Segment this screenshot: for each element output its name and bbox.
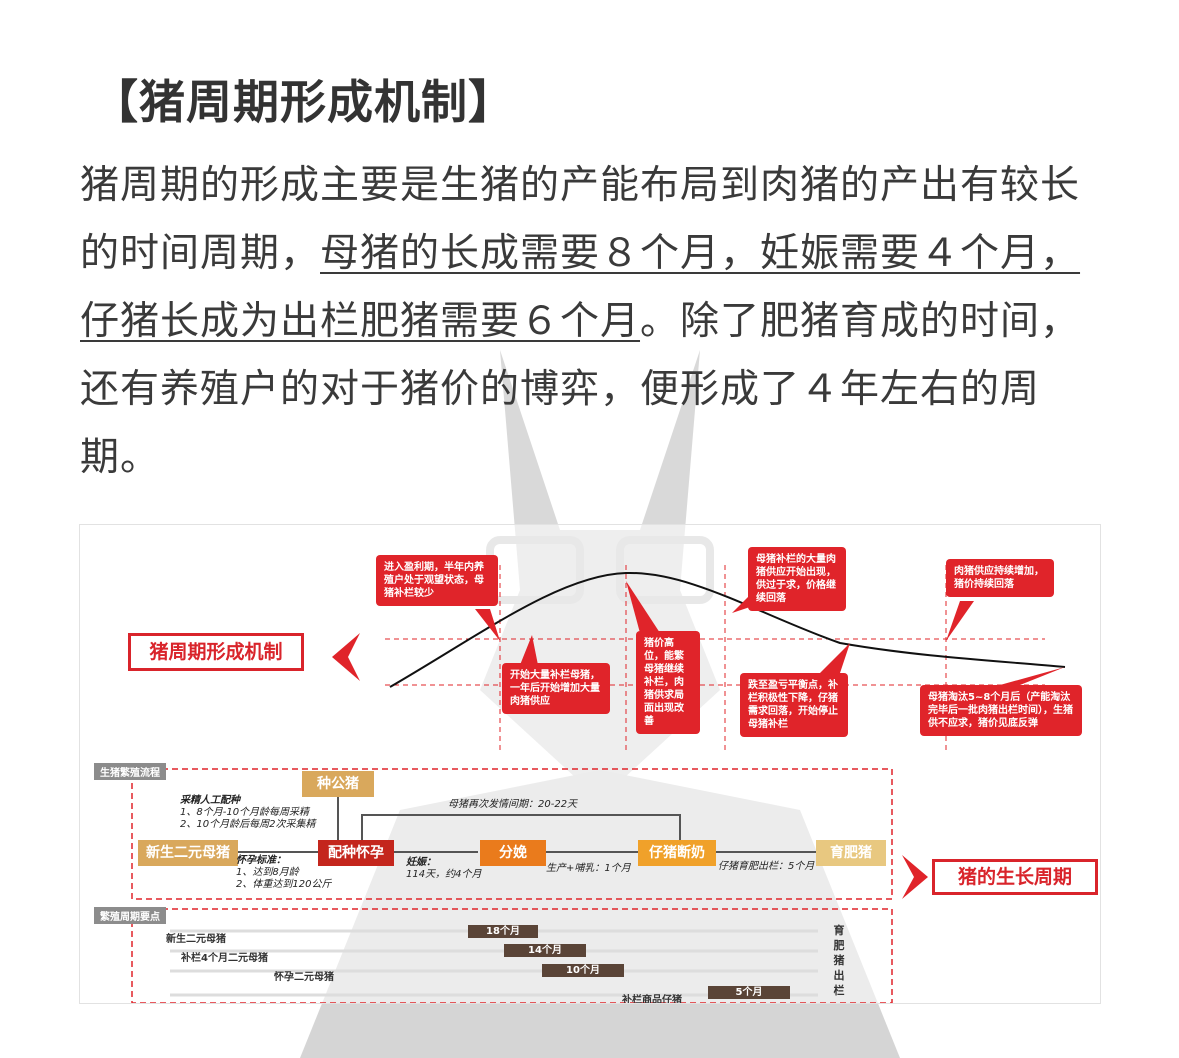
callout-breakeven: 跌至盈亏平衡点，补栏积极性下降，仔猪需求回落，开始停止母猪补栏 xyxy=(740,673,848,737)
body-paragraph: 猪周期的形成主要是生猪的产能布局到肉猪的产出有较长的时间周期，母猪的长成需要８个… xyxy=(80,152,1110,492)
stage-boar: 种公猪 xyxy=(302,771,374,797)
callout-price-rebound: 母猪淘汰5~8个月后（产能淘汰完毕后一批肉猪出栏时间），生猪供不应求，猪价见底反… xyxy=(920,685,1082,736)
note-ai-title: 采精人工配种 xyxy=(180,795,240,806)
infographic-lines xyxy=(131,565,1066,1003)
row-label: 补栏4个月二元母猪 xyxy=(181,953,268,964)
row-label: 怀孕二元母猪 xyxy=(274,972,334,983)
duration-bar: 14个月 xyxy=(504,944,586,957)
note-preg-2: 2、体重达到120公斤 xyxy=(236,879,332,890)
cycle-mechanism-title: 猪周期形成机制 xyxy=(128,633,304,671)
note-ai-2: 2、10个月龄后每周2次采集精 xyxy=(180,819,316,830)
stage-sow: 新生二元母猪 xyxy=(138,840,238,866)
note-estrus: 母猪再次发情间期：20-22天 xyxy=(448,799,578,810)
stage-fattening: 育肥猪 xyxy=(816,840,886,866)
price-curve xyxy=(389,571,1066,688)
points-tag: 繁殖周期要点 xyxy=(94,907,166,924)
note-piglet: 仔猪育肥出栏：5个月 xyxy=(718,861,815,872)
chevron-right-icon xyxy=(902,855,928,899)
chevron-left-icon xyxy=(332,633,360,681)
row-label: 补栏商品仔猪 xyxy=(622,995,682,1004)
callout-oversupply: 母猪补栏的大量肉猪供应开始出现，供过于求，价格继续回落 xyxy=(748,547,846,611)
callout-sow-restock: 开始大量补栏母猪，一年后开始增加大量肉猪供应 xyxy=(502,663,610,714)
callout-supply-increase: 肉猪供应持续增加，猪价持续回落 xyxy=(946,559,1054,597)
duration-bar: 18个月 xyxy=(468,925,538,938)
stage-weaning: 仔猪断奶 xyxy=(638,840,716,866)
note-gest-title: 妊娠： xyxy=(406,857,436,868)
note-ai-1: 1、8个月-10个月龄每周采精 xyxy=(180,807,310,818)
duration-bar: 10个月 xyxy=(542,964,624,977)
row-label: 新生二元母猪 xyxy=(166,934,226,945)
section-heading: 【猪周期形成机制】 xyxy=(92,75,515,129)
growth-cycle-title: 猪的生长周期 xyxy=(932,859,1098,895)
paragraph-text-1: 猪周期的形成主要是生猪的产能布局到肉猪的产出有较长的时间周期， xyxy=(80,163,1081,276)
paragraph-underlined: 母猪的长成需要８个月，妊娠需要４个月，仔猪长成为出栏肥猪需要６个月 xyxy=(80,231,1081,344)
duration-bar: 5个月 xyxy=(708,986,790,999)
stage-farrowing: 分娩 xyxy=(480,840,546,866)
paragraph-text-2: 。除了肥猪育成的时间，还有养殖户的对于猪价的博弈，便形成了４年左右的周期。 xyxy=(80,299,1081,480)
callout-high-price: 猪价高位，能繁母猪继续补栏，肉猪供求局面出现改善 xyxy=(636,631,700,734)
stage-mating: 配种怀孕 xyxy=(318,840,394,866)
fattening-exit-label: 育肥猪出栏 xyxy=(833,924,845,997)
callout-profit-period: 进入盈利期，半年内养殖户处于观望状态，母猪补栏较少 xyxy=(376,555,498,606)
note-birth: 生产+哺乳：1个月 xyxy=(546,863,631,874)
flow-tag: 生猪繁殖流程 xyxy=(94,763,166,780)
note-preg-1: 1、达到8月龄 xyxy=(236,867,299,878)
note-gest-val: 114天，约4个月 xyxy=(406,869,482,880)
note-preg-title: 怀孕标准： xyxy=(236,855,286,866)
pig-cycle-infographic: 猪周期形成机制 猪的生长周期 进入盈利期，半年内养殖户处于观望状态，母猪补栏较少… xyxy=(79,524,1101,1004)
